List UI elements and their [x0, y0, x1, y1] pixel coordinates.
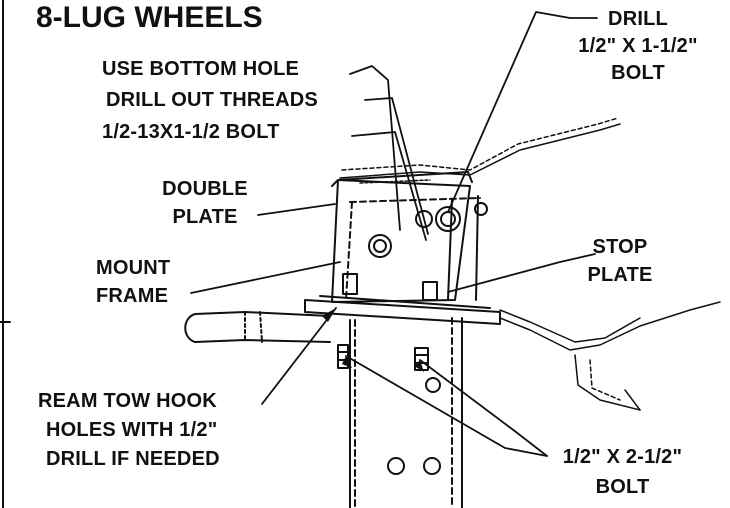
bolt-212-line-2: BOLT [595, 476, 650, 498]
tow-tongue [349, 317, 463, 508]
ream-line-1: REAM TOW HOOK [38, 390, 217, 412]
diagram-title: 8-LUG WHEELS [36, 1, 263, 34]
stop-plate-line-2: PLATE [587, 264, 653, 286]
mount-frame-line-2: FRAME [96, 285, 169, 307]
drill-out-threads-label: DRILL OUT THREADS [106, 89, 318, 111]
arrowheads [322, 308, 424, 372]
drill-bolt-line-3: BOLT [611, 62, 665, 84]
tow-bar-left [184, 311, 331, 343]
ream-tow-hook-label: REAM TOW HOOK HOLES WITH 1/2" DRILL IF N… [38, 390, 220, 470]
stop-plate-line-1: STOP [592, 236, 648, 258]
vehicle-frame-right [499, 301, 721, 411]
drill-bolt-label: DRILL 1/2" X 1-1/2" BOLT [553, 8, 723, 84]
stop-plate-bar [304, 295, 501, 325]
bolt-212-label: 1/2" X 2-1/2" BOLT [540, 446, 705, 498]
double-plate-line-2: PLATE [172, 206, 238, 228]
double-plate-line-1: DOUBLE [162, 178, 248, 200]
mount-frame-line-1: MOUNT [96, 257, 171, 279]
bolt-13-label: 1/2-13X1-1/2 BOLT [102, 121, 280, 143]
use-bottom-hole-label: USE BOTTOM HOLE [102, 58, 300, 80]
drill-bolt-line-2: 1/2" X 1-1/2" [578, 35, 698, 57]
ream-line-2: HOLES WITH 1/2" [46, 419, 218, 441]
ream-line-3: DRILL IF NEEDED [46, 448, 220, 470]
mount-frame-label: MOUNT FRAME [96, 257, 170, 307]
vehicle-frame-top [339, 117, 621, 184]
stop-plate-bolts [342, 273, 438, 301]
leader-lines [190, 11, 598, 457]
stop-plate-label: STOP PLATE [555, 236, 685, 286]
plate-holes [368, 202, 488, 258]
drill-bolt-line-1: DRILL [608, 8, 668, 30]
bolt-212-line-1: 1/2" X 2-1/2" [562, 446, 683, 468]
double-plate-label: DOUBLE PLATE [130, 178, 280, 228]
